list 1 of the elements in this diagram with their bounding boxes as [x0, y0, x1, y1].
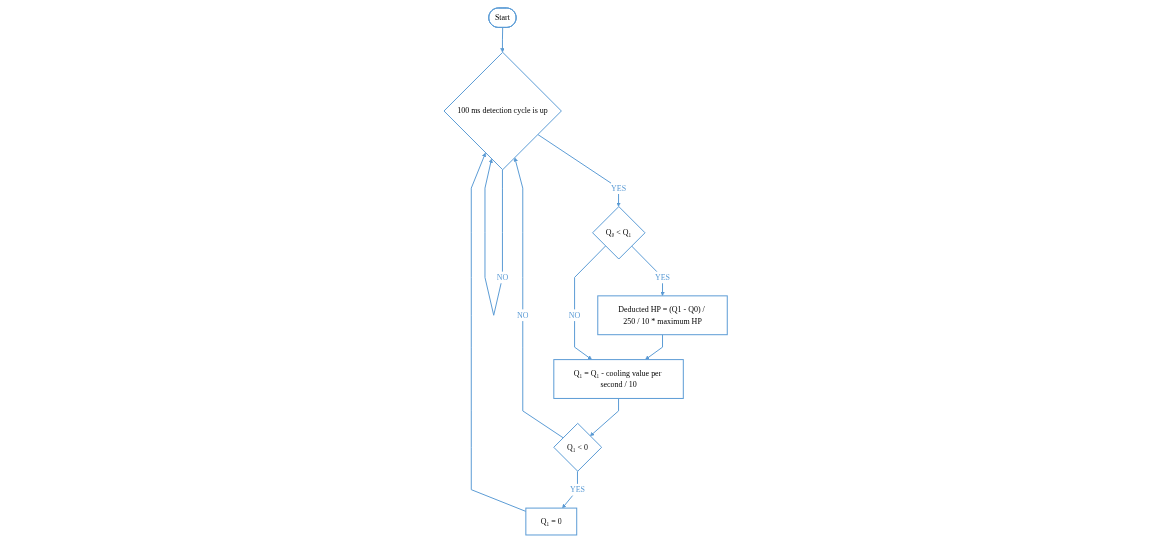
arrow	[537, 133, 622, 207]
